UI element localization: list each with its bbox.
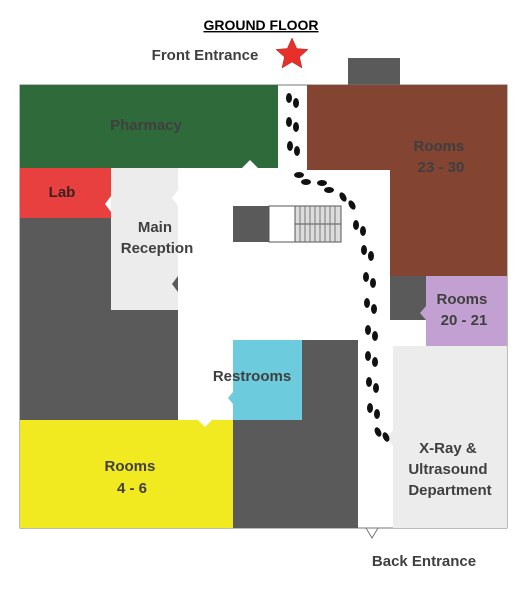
main-reception bbox=[111, 168, 178, 310]
front-entrance-label: Front Entrance bbox=[152, 47, 259, 64]
rooms-23-30 bbox=[307, 85, 507, 276]
lab-room bbox=[20, 168, 111, 218]
rooms-4-6-label: Rooms 4 - 6 bbox=[104, 458, 159, 497]
xray-label: X-Ray & Ultrasound Department bbox=[408, 440, 491, 499]
dark-area-right bbox=[390, 276, 426, 320]
pharmacy-room bbox=[20, 85, 278, 168]
restrooms-label: Restrooms bbox=[213, 368, 291, 385]
stair-dark-block bbox=[233, 206, 269, 242]
back-entrance-notch bbox=[365, 527, 379, 539]
lab-label: Lab bbox=[49, 184, 76, 201]
main-reception-label: Main Reception bbox=[121, 219, 194, 257]
floor-title: GROUND FLOOR bbox=[203, 17, 318, 33]
stairs-icon bbox=[268, 205, 342, 243]
xray-department bbox=[387, 346, 507, 528]
rooms-4-6 bbox=[20, 420, 233, 528]
roof-block bbox=[348, 58, 400, 86]
restrooms-room bbox=[228, 340, 302, 420]
footprints-icon bbox=[286, 93, 390, 442]
star-icon bbox=[275, 37, 309, 69]
rooms-20-21 bbox=[420, 276, 507, 346]
back-entrance-label: Back Entrance bbox=[372, 553, 476, 570]
pharmacy-label: Pharmacy bbox=[110, 117, 182, 134]
rooms-20-21-label: Rooms 20 - 21 bbox=[436, 291, 491, 329]
rooms-23-30-label: Rooms 23 - 30 bbox=[413, 138, 468, 176]
